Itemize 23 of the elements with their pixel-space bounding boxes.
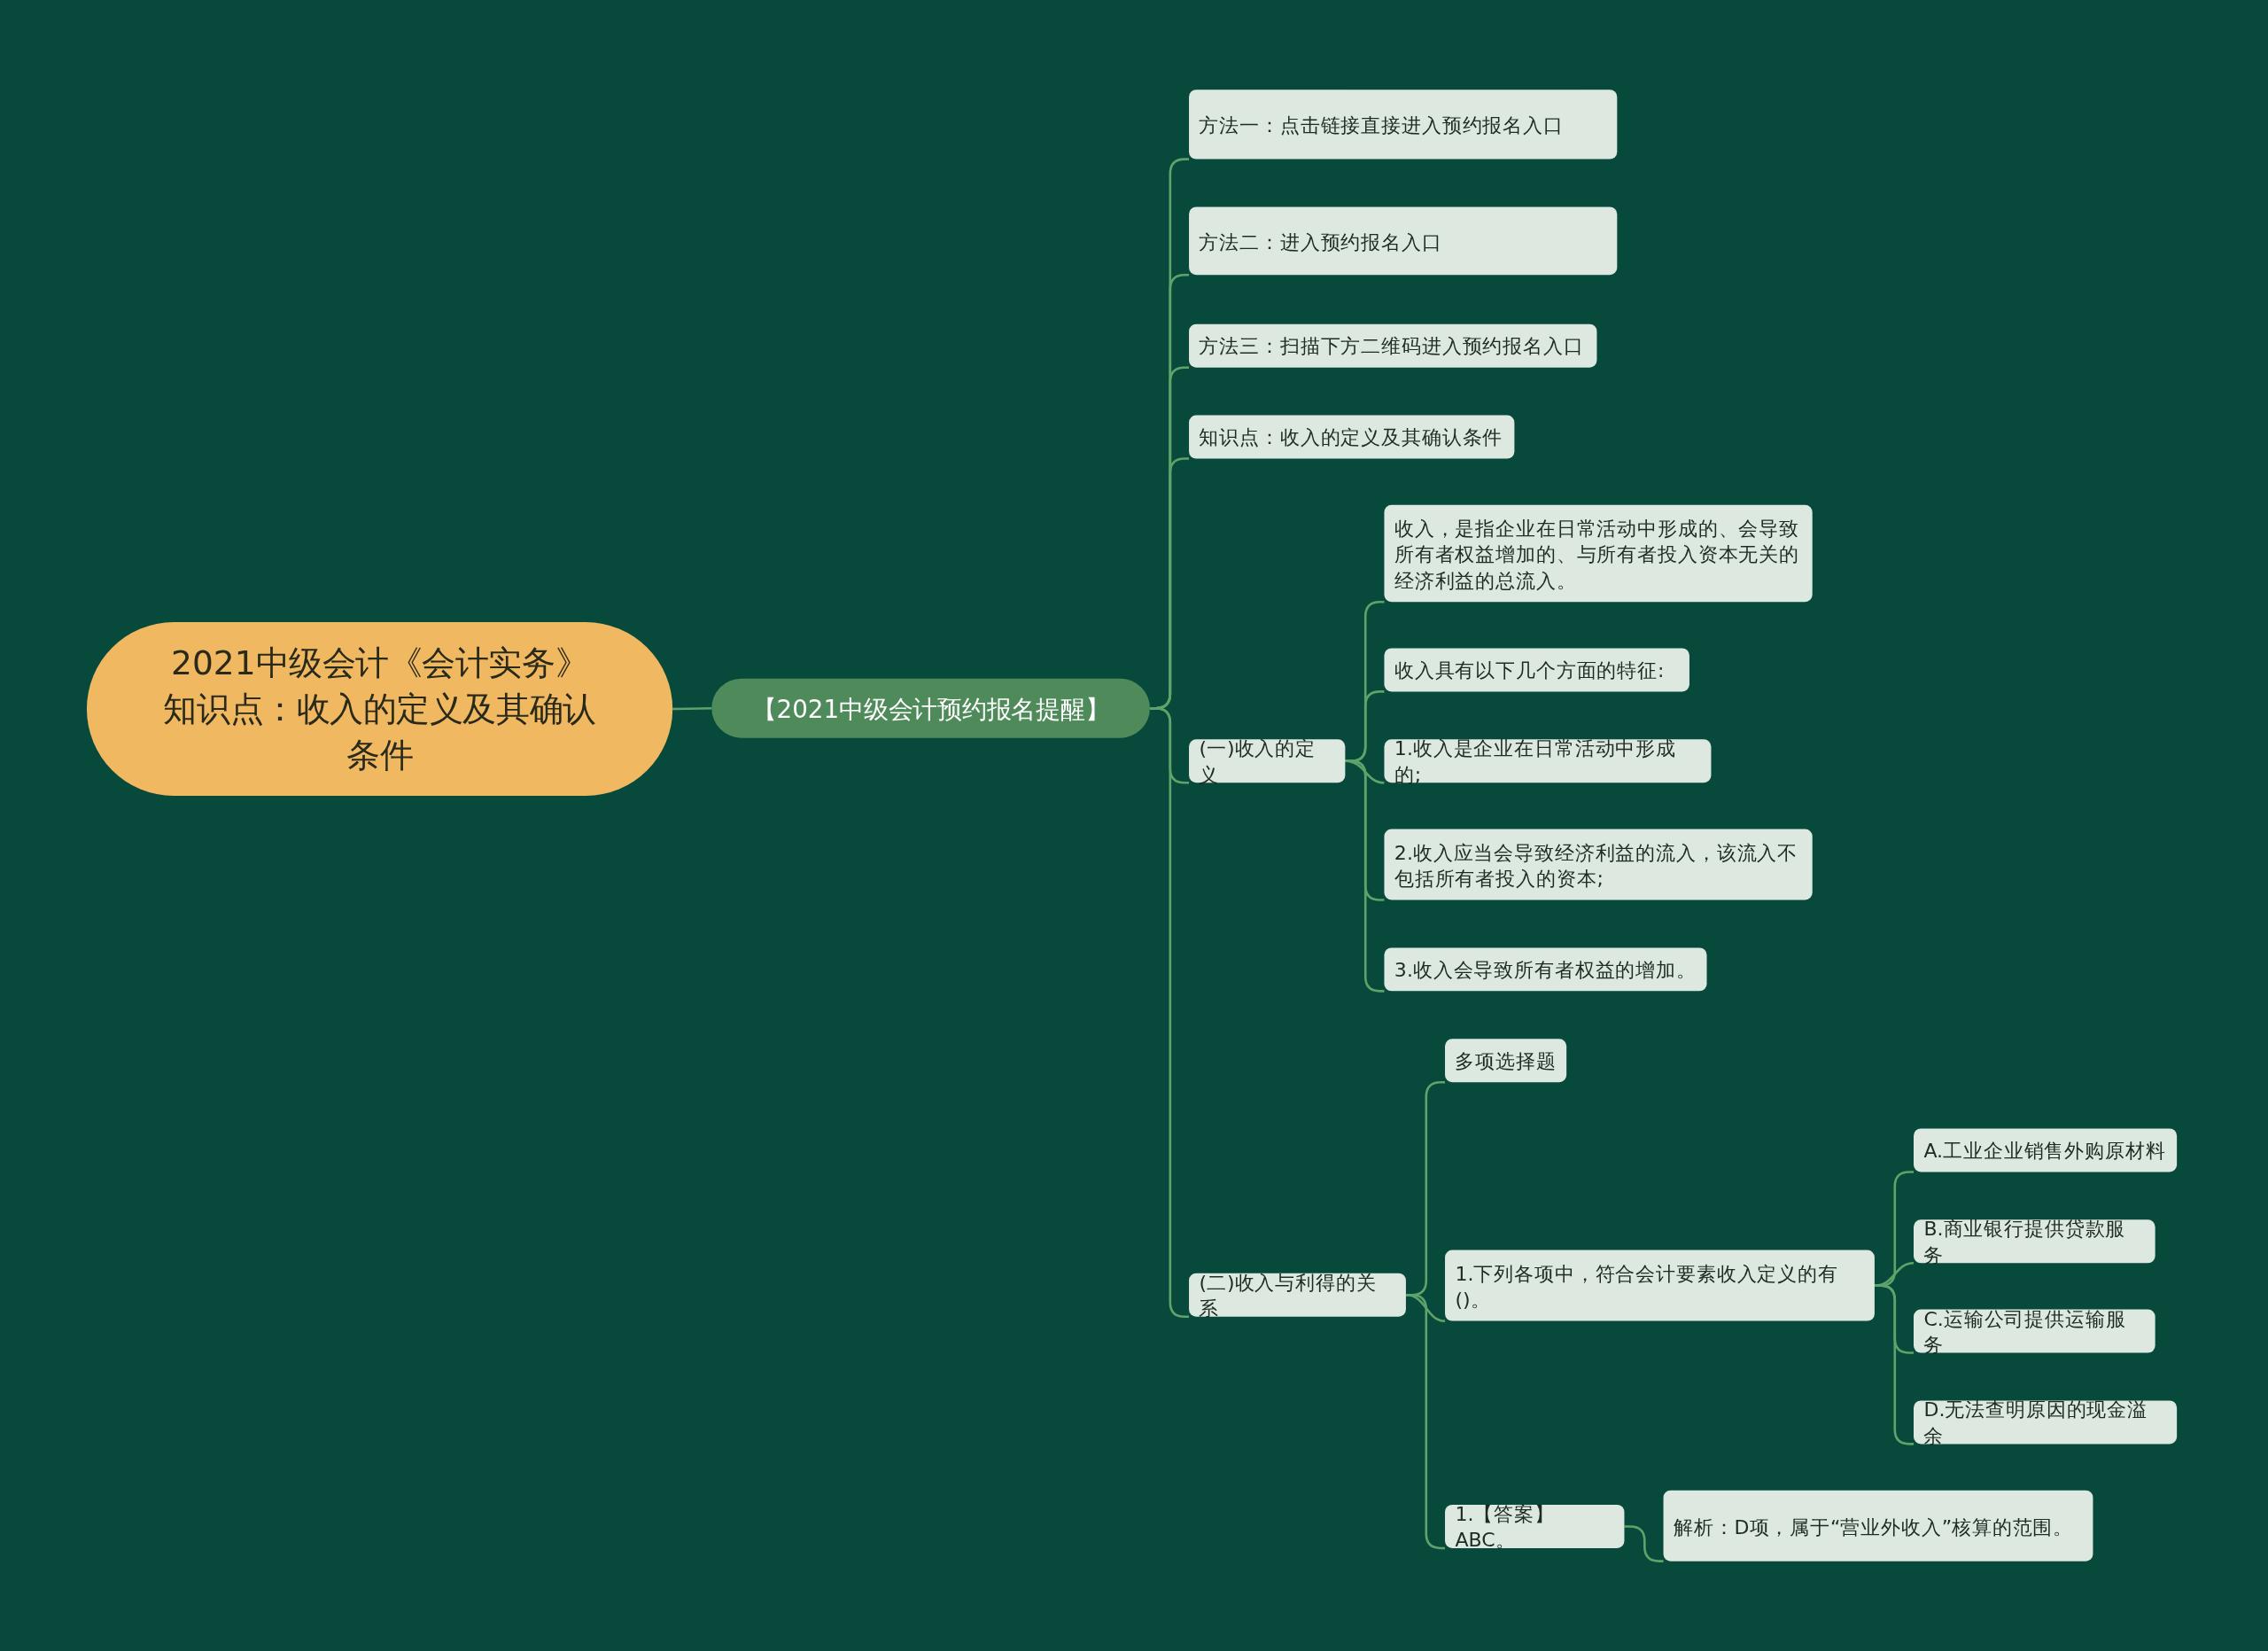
topic-box: 收入具有以下几个方面的特征: — [1384, 648, 1689, 692]
topic-box: 1.下列各项中，符合会计要素收入定义的有()。 — [1445, 1250, 1875, 1321]
topic-box: 方法一：点击链接直接进入预约报名入口 — [1189, 90, 1618, 160]
topic-box: 方法二：进入预约报名入口 — [1189, 206, 1618, 276]
topic-box: C.运输公司提供运输服务 — [1914, 1309, 2155, 1353]
topic-box: 方法三：扫描下方二维码进入预约报名入口 — [1189, 323, 1597, 368]
topic-box: B.商业银行提供贷款服务 — [1914, 1219, 2155, 1264]
topic-box: 解析：D项，属于“营业外收入”核算的范围。 — [1663, 1490, 2093, 1561]
connector — [672, 706, 712, 711]
topic-box: (二)收入与利得的关系 — [1189, 1273, 1406, 1317]
central-topic: 2021中级会计《会计实务》知识点：收入的定义及其确认条件 — [86, 622, 673, 796]
connector — [1624, 1525, 1664, 1562]
topic-box: 3.收入会导致所有者权益的增加。 — [1384, 947, 1707, 992]
topic-box: 多项选择题 — [1445, 1039, 1567, 1083]
topic-box: 知识点：收入的定义及其确认条件 — [1189, 415, 1515, 459]
topic-box: 1.收入是企业在日常活动中形成的; — [1384, 739, 1712, 783]
main-topic: 【2021中级会计预约报名提醒】 — [711, 678, 1150, 738]
topic-box: 1.【答案】ABC。 — [1445, 1504, 1625, 1548]
topic-box: A.工业企业销售外购原材料 — [1914, 1128, 2178, 1172]
topic-box: D.无法查明原因的现金溢余 — [1914, 1400, 2178, 1445]
topic-box: (一)收入的定义 — [1189, 739, 1346, 783]
topic-box: 收入，是指企业在日常活动中形成的、会导致所有者权益增加的、与所有者投入资本无关的经济利益的总流入。 — [1384, 504, 1813, 603]
topic-box: 2.收入应当会导致经济利益的流入，该流入不包括所有者投入的资本; — [1384, 829, 1813, 900]
